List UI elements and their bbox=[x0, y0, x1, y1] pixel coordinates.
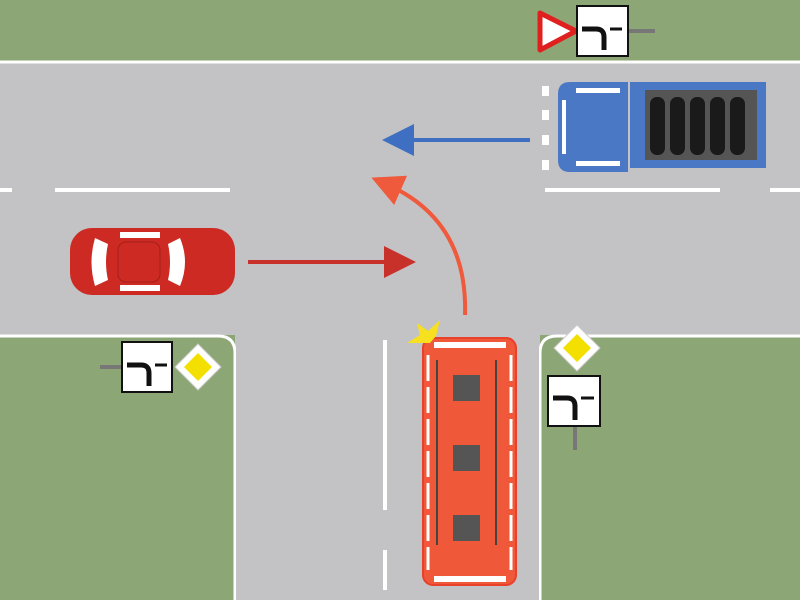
road-layout-plate-icon bbox=[121, 341, 173, 393]
left-signs bbox=[100, 341, 222, 393]
road-layout-plate-icon bbox=[547, 375, 601, 427]
priority-road-sign-icon bbox=[174, 343, 222, 391]
top-signs bbox=[537, 5, 655, 57]
lane-markings bbox=[0, 86, 800, 590]
turn-signal-icon bbox=[407, 320, 440, 343]
left-turn-arrow-icon bbox=[371, 175, 468, 316]
car-icon bbox=[70, 228, 235, 295]
right-signs bbox=[547, 324, 601, 450]
truck-icon bbox=[558, 82, 766, 172]
bus-icon bbox=[407, 320, 517, 586]
road-layout-plate-icon bbox=[576, 5, 629, 57]
yield-sign-icon bbox=[537, 10, 579, 53]
priority-road-sign-icon bbox=[553, 324, 601, 372]
